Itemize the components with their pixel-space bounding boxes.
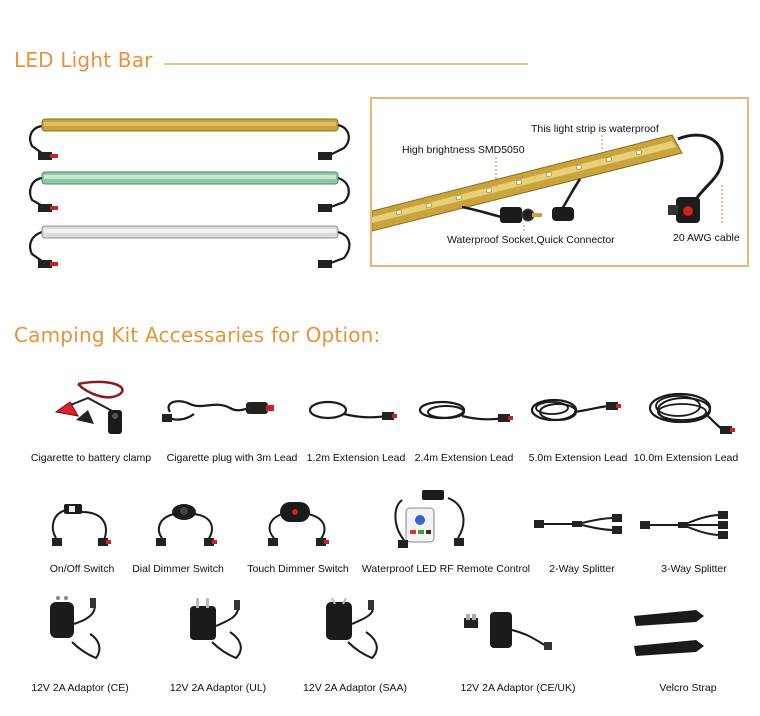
- label-rf-remote: Waterproof LED RF Remote Control: [361, 563, 531, 575]
- light-bar-white: [29, 225, 351, 268]
- label-extension-10-0m: 10.0m Extension Lead: [633, 452, 739, 464]
- detail-photo-box: This light strip is waterproof High brig…: [370, 97, 749, 267]
- velcro-strap-image: [630, 604, 708, 662]
- extension-lead-2-4m-image: [414, 398, 518, 432]
- touch-dimmer-image: [262, 496, 334, 554]
- label-on-off-switch: On/Off Switch: [49, 563, 115, 575]
- brightness-note: High brightness SMD5050: [402, 144, 525, 156]
- label-adaptor-ul: 12V 2A Adaptor (UL): [169, 682, 267, 694]
- light-bars-photo: [22, 108, 354, 278]
- detail-cable: [677, 133, 724, 200]
- socket-note: Waterproof Socket,Quick Connector: [447, 234, 615, 246]
- cable-note: 20 AWG cable: [673, 232, 740, 244]
- adaptor-ul-image: [186, 596, 252, 662]
- light-bar-green: [29, 171, 350, 212]
- accessories-section-title: Camping Kit Accessaries for Option:: [14, 323, 381, 347]
- label-battery-clamp: Cigarette to battery clamp: [30, 452, 152, 464]
- label-two-way-splitter: 2-Way Splitter: [549, 563, 615, 575]
- label-touch-dimmer: Touch Dimmer Switch: [247, 563, 349, 575]
- extension-lead-5-0m-image: [528, 394, 624, 434]
- label-extension-5-0m: 5.0m Extension Lead: [528, 452, 628, 464]
- dial-dimmer-image: [152, 498, 220, 554]
- waterproof-socket: [461, 205, 542, 223]
- led-title-divider: [164, 63, 528, 65]
- label-extension-1-2m: 1.2m Extension Lead: [306, 452, 406, 464]
- label-dial-dimmer: Dial Dimmer Switch: [132, 563, 224, 575]
- cigarette-plug-image: [160, 392, 280, 432]
- callout-leaders: [495, 135, 723, 233]
- three-way-splitter-image: [638, 510, 734, 540]
- label-adaptor-saa: 12V 2A Adaptor (SAA): [303, 682, 407, 694]
- rf-remote-image: [392, 488, 472, 558]
- battery-clamp-image: [48, 376, 138, 446]
- adaptor-ce-image: [46, 594, 110, 662]
- label-adaptor-ce-uk: 12V 2A Adaptor (CE/UK): [460, 682, 576, 694]
- waterproof-note: This light strip is waterproof: [531, 123, 659, 135]
- adaptor-saa-image: [322, 594, 386, 662]
- label-adaptor-ce: 12V 2A Adaptor (CE): [31, 682, 129, 694]
- label-extension-2-4m: 2.4m Extension Lead: [414, 452, 514, 464]
- label-three-way-splitter: 3-Way Splitter: [661, 563, 727, 575]
- light-bar-gold: [29, 118, 350, 160]
- led-section-title: LED Light Bar: [14, 48, 153, 72]
- label-cigarette-plug: Cigarette plug with 3m Lead: [166, 452, 298, 464]
- extension-lead-10-0m-image: [644, 386, 740, 438]
- on-off-switch-image: [48, 498, 116, 554]
- label-velcro-strap: Velcro Strap: [659, 682, 717, 694]
- adaptor-ce-uk-image: [460, 606, 560, 660]
- quick-connector: [552, 178, 582, 221]
- extension-lead-1-2m-image: [304, 396, 400, 430]
- tilted-light-bar: [372, 134, 683, 232]
- waterproof-plug: [668, 197, 700, 223]
- two-way-splitter-image: [532, 512, 628, 538]
